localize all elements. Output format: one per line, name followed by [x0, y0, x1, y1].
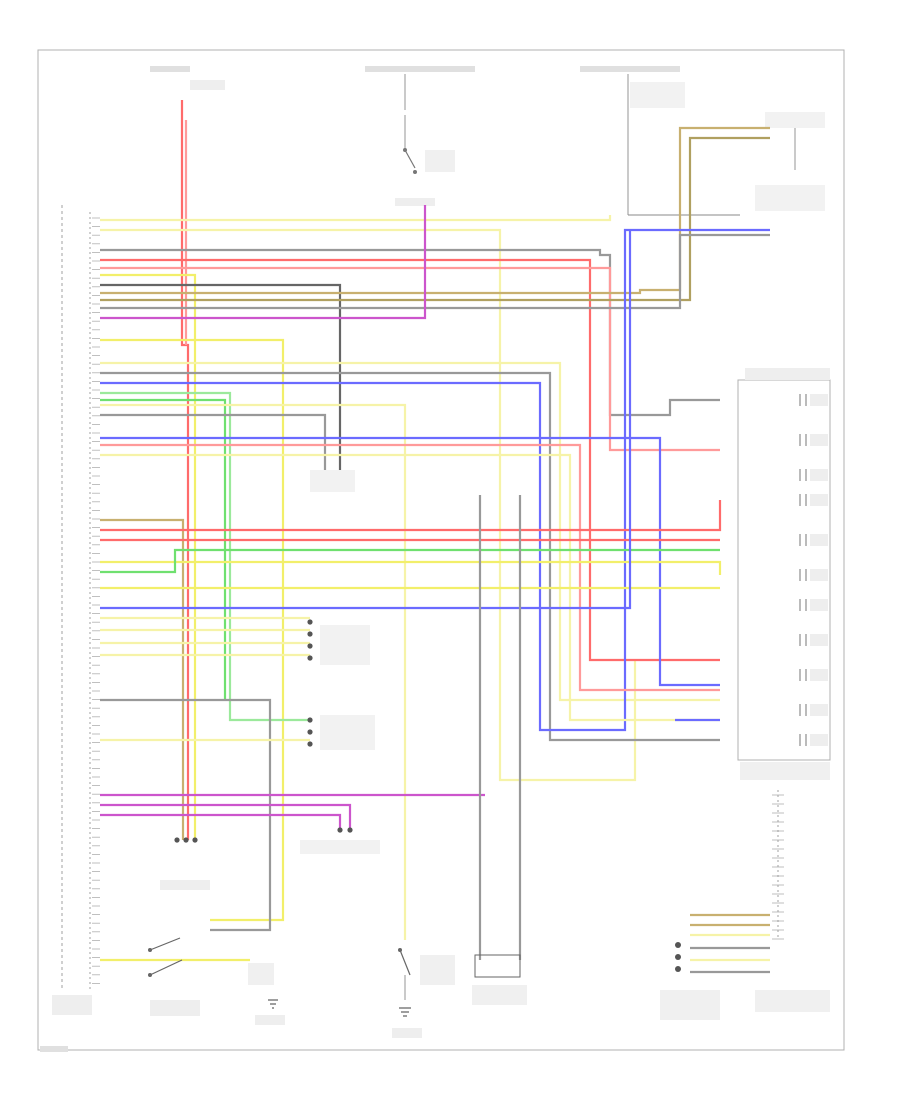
switch-icon	[149, 959, 183, 976]
wire-blue	[100, 230, 632, 610]
wire-red	[180, 100, 190, 840]
bottom-components	[40, 470, 527, 1052]
solenoid-block	[810, 599, 828, 611]
wire-light-green	[100, 391, 310, 722]
wire-light-yellow	[100, 215, 612, 222]
solenoid-block	[810, 634, 828, 646]
instrument-cluster	[755, 112, 825, 211]
wire-light-yellow	[100, 403, 407, 940]
wire-green	[100, 398, 227, 700]
wire-violet	[100, 803, 352, 830]
connector-icon	[174, 837, 180, 843]
data-link-connector	[660, 790, 830, 1020]
wire-red	[100, 500, 722, 532]
wire-light-yellow	[100, 228, 637, 782]
solenoid-block	[810, 434, 828, 446]
solenoid-block	[810, 669, 828, 681]
solenoid-block	[810, 704, 828, 716]
solenoid-block	[810, 534, 828, 546]
solenoid-block	[810, 394, 828, 406]
wire-blue	[100, 228, 770, 732]
connector-icon	[183, 837, 189, 843]
solenoid-icon	[799, 569, 807, 581]
ground-icon	[399, 1007, 411, 1017]
wire-tan	[100, 126, 770, 295]
wire-yellow	[100, 560, 722, 575]
solenoid-icon	[799, 394, 807, 406]
top-fuse-area	[150, 66, 740, 216]
diagram-border	[37, 49, 845, 1051]
connector-icon	[307, 729, 313, 735]
solenoid-block	[810, 494, 828, 506]
solenoid-icon	[799, 734, 807, 746]
solenoid-icon	[474, 954, 521, 978]
switch-icon	[404, 149, 416, 169]
solenoid-icon	[799, 669, 807, 681]
wire-red	[100, 258, 720, 662]
solenoid-block	[810, 734, 828, 746]
wire-pink	[100, 443, 720, 692]
connector-icon	[192, 837, 198, 843]
connector-icon	[337, 827, 343, 833]
connector-icon	[307, 619, 313, 625]
connector-icon	[307, 631, 313, 637]
wire-light-yellow	[100, 361, 720, 702]
solenoid-icon	[799, 494, 807, 506]
solenoid-icon	[799, 469, 807, 481]
switch-icon	[399, 949, 411, 976]
wire-gray	[100, 371, 720, 742]
connector-icon	[347, 827, 353, 833]
tcm-connector	[52, 205, 784, 1015]
wire-gray	[100, 413, 327, 480]
transmission-valve-body	[737, 368, 831, 780]
connector-icon	[307, 717, 313, 723]
wire-yellow	[100, 273, 197, 840]
wire-pink	[100, 266, 720, 452]
ground-icon	[268, 999, 278, 1009]
solenoid-icon	[799, 704, 807, 716]
wire-olive	[100, 136, 770, 302]
solenoid-icon	[799, 434, 807, 446]
wire-violet	[100, 813, 342, 830]
connector-icon	[307, 643, 313, 649]
wire-green	[100, 548, 720, 574]
solenoid-icon	[799, 599, 807, 611]
connector-icon	[307, 741, 313, 747]
wire-tan	[100, 518, 185, 840]
solenoid-block	[810, 569, 828, 581]
connector-icon	[307, 655, 313, 661]
wire-gray	[100, 233, 770, 310]
solenoid-block	[810, 469, 828, 481]
tcm-label-block	[52, 995, 92, 1015]
switch-icon	[149, 937, 181, 951]
wire-violet	[100, 205, 427, 320]
solenoid-icon	[799, 634, 807, 646]
solenoid-icon	[799, 534, 807, 546]
wire-dark-gray	[100, 283, 342, 480]
